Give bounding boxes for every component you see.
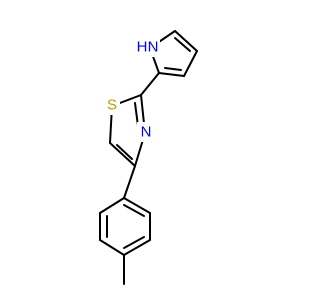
atom-s-label: S [103, 95, 120, 115]
thiazole-nitrogen-label: N [141, 124, 152, 141]
bond-c2-c3-double [164, 67, 182, 71]
atom-n-thiazole-label: N [137, 122, 154, 142]
bond-ph4-ph5 [99, 239, 125, 256]
molecule-diagram: H N S N [99, 30, 198, 285]
bond-c4-c5-double [174, 37, 191, 52]
bond-c5-c4 [109, 142, 136, 167]
bond-c5-c4-double [116, 144, 133, 160]
molecule-structure: H N S N [99, 30, 198, 285]
thiazole-sulfur-label: S [107, 97, 117, 114]
bond-ph1-ph2-double [123, 204, 145, 217]
bond-thiazole-phenyl [123, 165, 136, 199]
bond-ph1-ph2 [123, 197, 151, 214]
atom-nh-label: H N [136, 37, 160, 57]
bond-ph3-ph4 [123, 239, 151, 256]
pyrrole-ring [149, 30, 198, 77]
bond-ph3-ph4-double [123, 236, 145, 249]
bond-ph6-ph1 [99, 197, 125, 214]
bond-c4-c5 [174, 30, 198, 52]
bond-c3-c4 [183, 50, 198, 77]
hydrogen-label: H [137, 39, 148, 56]
bond-pyrrole-thiazole [140, 72, 160, 96]
phenyl-ring [99, 197, 151, 256]
pyrrole-nitrogen-label: N [148, 39, 159, 56]
bond-c2-c3 [158, 72, 185, 77]
